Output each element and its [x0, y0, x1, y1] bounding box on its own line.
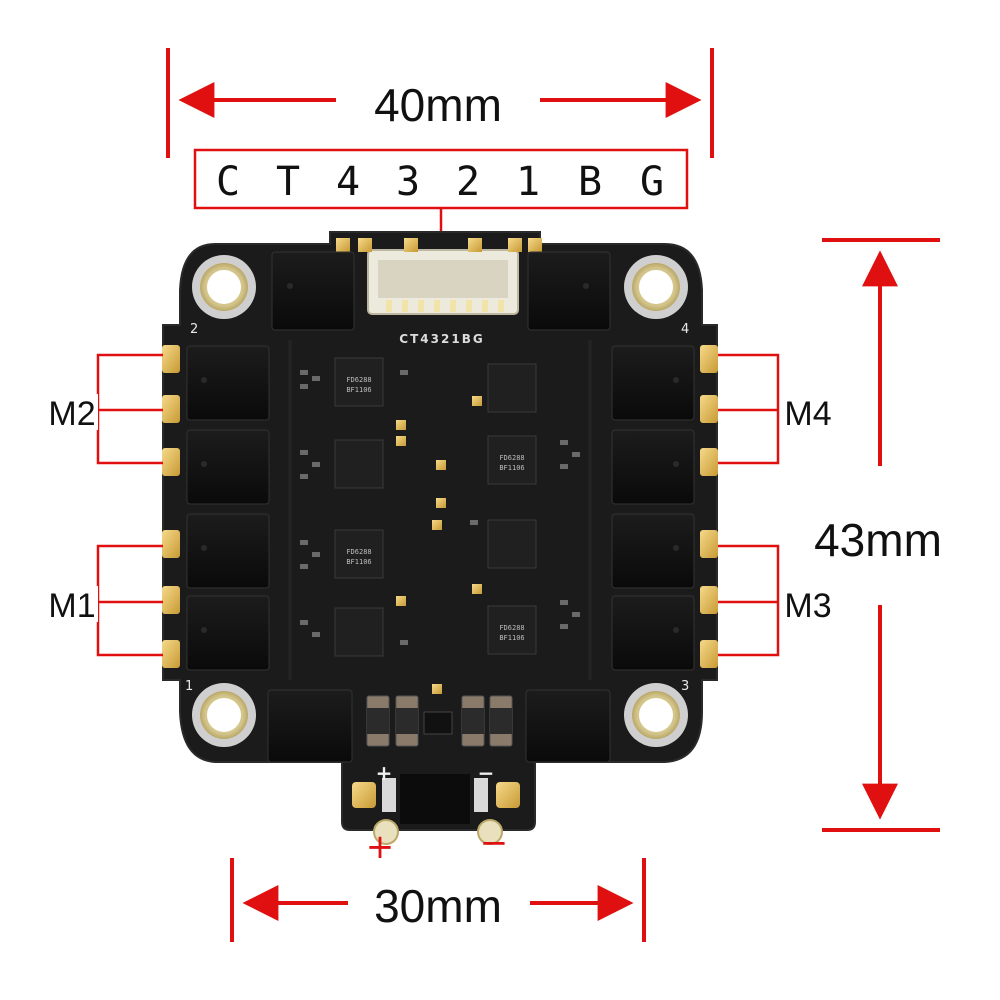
connector-pin-legend: C T 4 3 2 1 B G: [193, 148, 689, 250]
mosfet-top-left: [271, 251, 355, 331]
pcb-minus-mark: −: [478, 761, 495, 785]
silk-corner-4: 4: [681, 322, 689, 337]
motor-bracket-m1: [96, 544, 163, 657]
pin-label-2: 2: [456, 159, 480, 205]
width-bottom-label: 30mm: [374, 880, 502, 932]
motor-bracket-m3: [718, 544, 780, 657]
motor-bracket-m4: [718, 353, 780, 465]
mosfet-right-4: [611, 595, 695, 671]
pcb-board: [162, 231, 718, 831]
mosfet-left-4: [186, 595, 270, 671]
silk-corner-2: 2: [190, 322, 198, 337]
pin-label-1: 1: [516, 159, 540, 205]
passive-components: [300, 370, 580, 645]
driver-chip-7: [334, 607, 384, 657]
mounting-holes: [192, 255, 688, 747]
power-plus-label: +: [366, 827, 395, 867]
pin-label-t: T: [276, 159, 300, 205]
svg-text:BF1106: BF1106: [499, 464, 524, 472]
mosfet-bottom-left: [267, 689, 353, 763]
pin-label-b: B: [578, 159, 602, 205]
height-dimension: 43mm: [814, 238, 942, 832]
pin-label-g: G: [640, 159, 664, 205]
motor-label-m2: M2: [48, 395, 95, 433]
pin-label-c: C: [216, 159, 240, 205]
motor-pads-left: [162, 345, 180, 668]
motor-bracket-m2: [96, 353, 163, 465]
top-width-dimension: 40mm: [166, 48, 714, 158]
pin-label-4: 4: [336, 159, 360, 205]
silk-corner-1: 1: [185, 679, 193, 694]
bottom-width-dimension: 30mm: [230, 858, 646, 942]
width-top-label: 40mm: [374, 79, 502, 131]
svg-text:BF1106: BF1106: [346, 386, 371, 394]
center-pads: [396, 396, 482, 694]
power-capacitors: [366, 695, 513, 747]
mosfet-left-2: [186, 429, 270, 505]
power-minus-label: −: [480, 823, 509, 863]
svg-text:BF1106: BF1106: [346, 558, 371, 566]
svg-text:FD6288: FD6288: [499, 454, 524, 462]
driver-chip-2: [487, 363, 537, 413]
motor-label-m1: M1: [48, 587, 95, 625]
motor-label-m4: M4: [784, 395, 831, 433]
mosfet-right-3: [611, 513, 695, 589]
signal-connector: CT4321BG: [336, 238, 542, 346]
mosfet-bottom-right: [525, 689, 611, 763]
mosfets: [186, 251, 695, 763]
mosfet-left-1: [186, 345, 270, 421]
svg-text:FD6288: FD6288: [346, 548, 371, 556]
mosfet-left-3: [186, 513, 270, 589]
pin-label-3: 3: [396, 159, 420, 205]
connector-silk-label: CT4321BG: [399, 332, 484, 346]
svg-text:BF1106: BF1106: [499, 634, 524, 642]
mosfet-right-2: [611, 429, 695, 505]
driver-chip-3: [334, 439, 384, 489]
pcb-plus-mark: +: [376, 761, 393, 785]
svg-text:FD6288: FD6288: [499, 624, 524, 632]
svg-text:FD6288: FD6288: [346, 376, 371, 384]
motor-label-m3: M3: [784, 587, 831, 625]
height-label: 43mm: [814, 514, 942, 566]
battery-pads: + −: [352, 761, 520, 845]
mosfet-top-right: [527, 251, 611, 331]
silk-corner-3: 3: [681, 679, 689, 694]
mosfet-right-1: [611, 345, 695, 421]
driver-chip-6: [487, 519, 537, 569]
motor-pads-right: [700, 345, 718, 668]
